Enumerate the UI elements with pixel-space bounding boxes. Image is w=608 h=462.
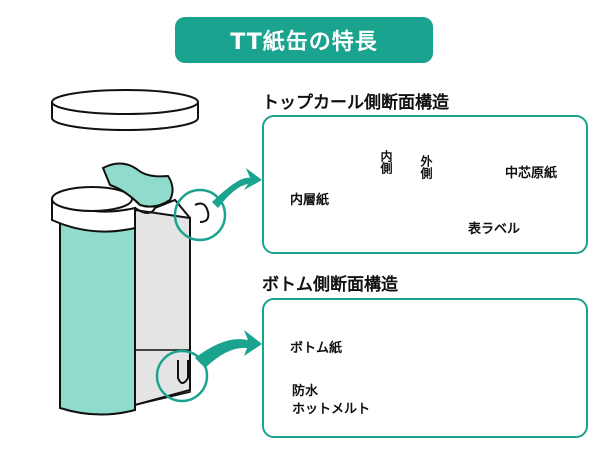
label-bottom-paper: ボトム紙	[290, 341, 343, 356]
label-waterproof-1: 防水	[292, 384, 319, 399]
label-waterproof-2: ホットメルト	[292, 402, 371, 417]
top-section-heading: トップカール側断面構造	[262, 93, 449, 113]
can-body	[51, 162, 191, 416]
label-inner-layer: 内層紙	[290, 193, 330, 208]
page-title: TT紙缶の特長	[230, 30, 378, 55]
top-curl-callout	[173, 168, 262, 242]
label-inner-side: 内側	[379, 150, 393, 174]
bottom-callout	[155, 330, 262, 403]
bottom-panel	[262, 298, 588, 438]
top-curl-panel	[262, 115, 588, 254]
lid	[51, 89, 199, 131]
bottom-section-heading: ボトム側断面構造	[262, 275, 398, 295]
label-core-paper: 中芯原紙	[505, 166, 558, 181]
title-badge: TT紙缶の特長	[175, 17, 433, 63]
label-surface-label: 表ラベル	[468, 222, 521, 237]
label-outer-side: 外側	[419, 155, 433, 179]
